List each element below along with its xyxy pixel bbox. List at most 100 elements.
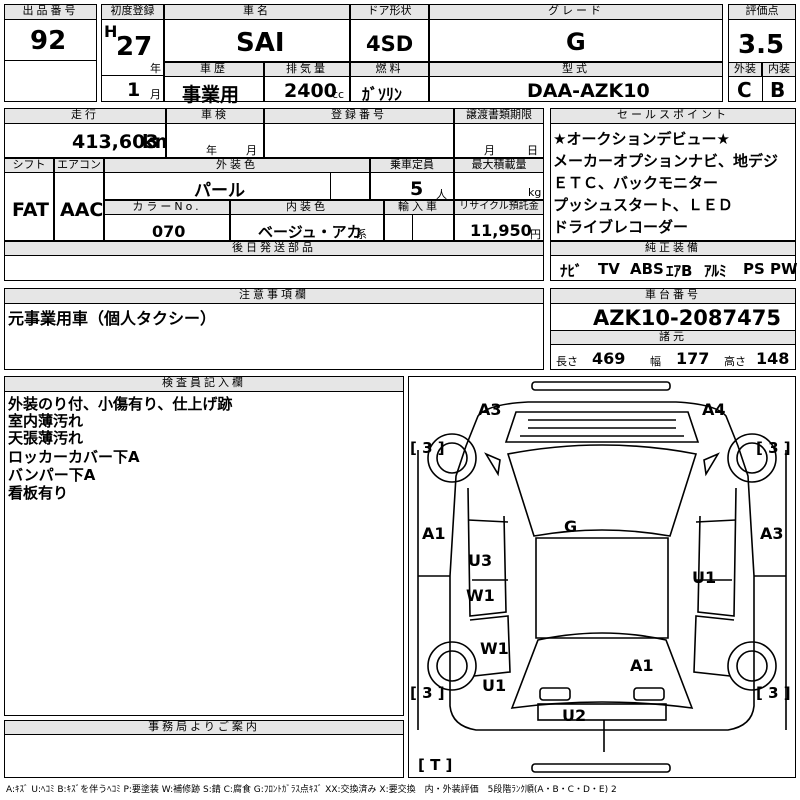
inspector-line: 看板有り bbox=[8, 484, 69, 502]
damage-label: W1 bbox=[466, 586, 495, 605]
tire-score: [ 3 ] bbox=[756, 439, 791, 457]
car-diagram bbox=[417, 381, 787, 773]
tire-score: [ 3 ] bbox=[410, 439, 445, 457]
office-label: 事務局よりご案内 bbox=[4, 720, 404, 735]
equipment-item: ABS bbox=[630, 260, 664, 278]
car-name: SAI bbox=[236, 28, 285, 58]
exterior-color-label: 外装色 bbox=[104, 158, 370, 173]
score-int-value: B bbox=[770, 78, 786, 102]
displacement-label: 排気量 bbox=[264, 62, 350, 77]
history: 事業用 bbox=[182, 84, 240, 106]
reg-number-label: 登録番号 bbox=[264, 108, 454, 124]
import-label: 輸入車 bbox=[384, 200, 454, 215]
door-label: ドア形状 bbox=[350, 4, 429, 20]
equipment-item: TV bbox=[598, 260, 620, 278]
equipment-item: ﾅﾋﾞ bbox=[560, 262, 583, 280]
model-type-label: 型式 bbox=[429, 62, 723, 77]
later-parts-label: 後日発送部品 bbox=[4, 241, 544, 256]
divider bbox=[762, 62, 763, 102]
first-reg-year: 27 bbox=[116, 32, 153, 62]
spec-width: 177 bbox=[676, 349, 710, 368]
capacity-unit: 人 bbox=[436, 188, 447, 201]
history-label: 車歴 bbox=[164, 62, 264, 77]
max-load-label: 最大積載量 bbox=[454, 158, 544, 173]
spec-length: 469 bbox=[592, 349, 626, 368]
sales-points-label: セールスポイント bbox=[550, 108, 796, 124]
lot-number: 92 bbox=[30, 26, 67, 56]
inspector-line: 外装のり付、小傷有り、仕上げ跡 bbox=[8, 395, 233, 413]
capacity: 5 bbox=[410, 178, 424, 200]
aircon: AAC bbox=[60, 199, 104, 221]
score-value: 3.5 bbox=[738, 30, 785, 60]
mileage-label: 走行 bbox=[4, 108, 166, 124]
recycle: 11,950 bbox=[470, 221, 532, 240]
car-diagram-frame bbox=[408, 376, 796, 778]
score-int-label: 内装 bbox=[762, 62, 796, 77]
specs-label: 諸元 bbox=[550, 330, 796, 345]
spec-height-label: 高さ bbox=[724, 355, 746, 368]
divider bbox=[101, 75, 164, 76]
sales-point-line: ★オークションデビュー★ bbox=[553, 130, 730, 148]
divider bbox=[330, 173, 331, 200]
exterior-color: パール bbox=[194, 181, 245, 201]
fuel: ｶﾞｿﾘﾝ bbox=[362, 85, 403, 104]
score-ext-label: 外装 bbox=[728, 62, 762, 77]
grade: G bbox=[566, 28, 586, 56]
equipment-item: PS bbox=[743, 260, 765, 278]
damage-label: W1 bbox=[480, 639, 509, 658]
equipment-item: ｴｱB bbox=[666, 262, 693, 280]
sales-point-line: プッシュスタート、ＬＥＤ bbox=[553, 196, 733, 214]
first-reg-era: H bbox=[104, 22, 118, 41]
caution-label: 注意事項欄 bbox=[4, 288, 544, 304]
transfer-day-unit: 日 bbox=[527, 144, 538, 157]
tire-score: [ 3 ] bbox=[410, 684, 445, 702]
divider bbox=[4, 60, 97, 61]
transfer-month-unit: 月 bbox=[484, 144, 495, 157]
score-label: 評価点 bbox=[728, 4, 796, 20]
inspector-line: 天張薄汚れ bbox=[8, 429, 84, 447]
damage-label: A4 bbox=[702, 400, 726, 419]
interior-color-label: 内装色 bbox=[230, 200, 384, 215]
recycle-label: リサイクル預託金 bbox=[454, 200, 544, 215]
first-reg-year-unit: 年 bbox=[150, 62, 161, 75]
tire-score: [ 3 ] bbox=[756, 684, 791, 702]
inspection-year-unit: 年 bbox=[206, 144, 217, 157]
aircon-label: エアコン bbox=[54, 158, 104, 173]
damage-label: A1 bbox=[630, 656, 654, 675]
displacement-unit: cc bbox=[332, 88, 345, 101]
inspection-label: 車検 bbox=[166, 108, 264, 124]
capacity-label: 乗車定員 bbox=[370, 158, 454, 173]
divider bbox=[412, 215, 413, 241]
lot-label: 出品番号 bbox=[4, 4, 97, 20]
color-no: 070 bbox=[152, 222, 186, 241]
damage-label: U2 bbox=[562, 706, 587, 725]
damage-label: G bbox=[564, 517, 578, 536]
damage-label: A1 bbox=[422, 524, 446, 543]
interior-color-suffix: 系 bbox=[356, 228, 367, 241]
inspector-line: ロッカーカバー下A bbox=[8, 448, 140, 466]
chassis-label: 車台番号 bbox=[550, 288, 796, 304]
max-load-unit: kg bbox=[528, 186, 542, 199]
first-reg-month: 1 bbox=[127, 79, 141, 101]
equipment-item: PW bbox=[770, 260, 798, 278]
spec-length-label: 長さ bbox=[556, 355, 578, 368]
score-ext-value: C bbox=[737, 78, 752, 102]
lot-cell bbox=[4, 4, 97, 102]
spec-height: 148 bbox=[756, 349, 790, 368]
grade-label: グレード bbox=[429, 4, 723, 20]
car-name-label: 車名 bbox=[164, 4, 350, 20]
caution-text: 元事業用車（個人タクシー） bbox=[8, 309, 217, 328]
damage-label: U1 bbox=[692, 568, 717, 587]
model-type: DAA-AZK10 bbox=[527, 80, 650, 102]
color-no-label: カラーNo. bbox=[104, 200, 230, 215]
inspection-month-unit: 月 bbox=[246, 144, 257, 157]
spare-tire: [ T ] bbox=[418, 756, 453, 774]
inspector-label: 検査員記入欄 bbox=[4, 376, 404, 392]
shift: FAT bbox=[12, 199, 49, 221]
inspector-cell bbox=[4, 376, 404, 716]
damage-label: A3 bbox=[760, 524, 784, 543]
transfer-label: 譲渡書類期限 bbox=[454, 108, 544, 124]
first-reg-cell bbox=[101, 4, 164, 102]
interior-color: ベージュ・アカ bbox=[258, 223, 362, 241]
inspector-line: バンパー下A bbox=[8, 466, 96, 484]
